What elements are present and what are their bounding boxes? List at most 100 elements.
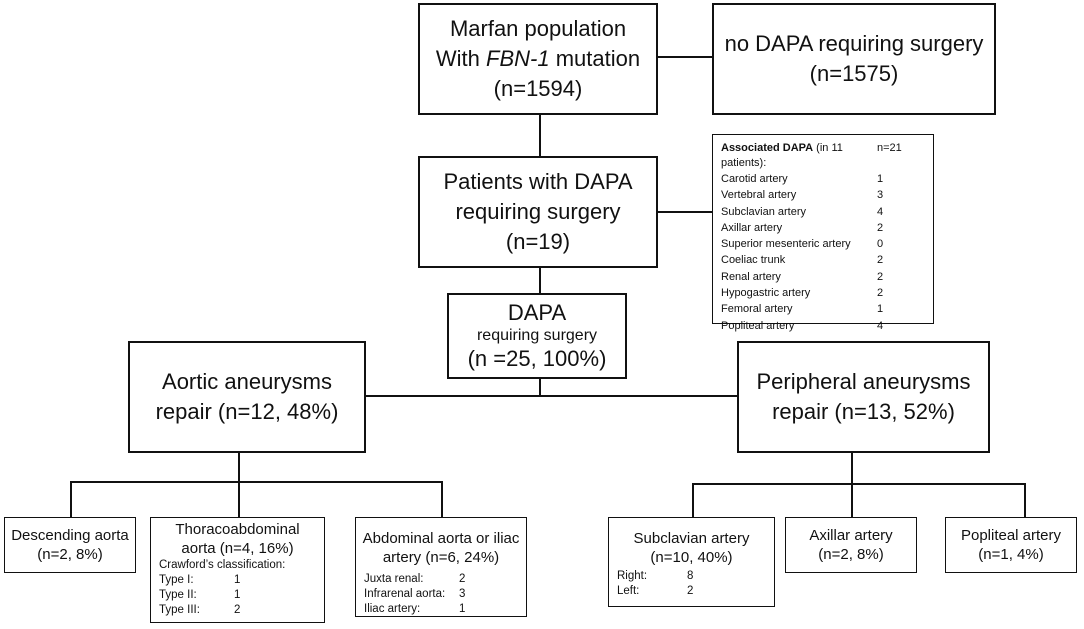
axillar-line2: (n=2, 8%) — [818, 546, 884, 563]
crawford-type-row: Type II: 1 — [159, 588, 324, 603]
marfan-count: (n=1594) — [493, 76, 583, 101]
abdominal-line2: artery (n=6, 24%) — [382, 549, 500, 566]
associated-header: Associated DAPA (in 11 patients): n=21 — [721, 142, 902, 169]
associated-item-count: 2 — [877, 254, 884, 267]
popliteal-line1: Popliteal artery — [960, 527, 1062, 544]
associated-item-count: 2 — [877, 270, 884, 283]
thoraco-line2: aorta (n=4, 16%) — [181, 540, 294, 557]
descending-line1: Descending aorta — [11, 527, 129, 544]
abdominal-item-row: Juxta renal: 2 — [364, 572, 526, 587]
associated-item: Hypogastric artery 2 — [713, 285, 933, 301]
no-dapa-count: (n=1575) — [809, 61, 899, 86]
associated-item-count: 1 — [877, 173, 884, 185]
axillar-artery-box: Axillar artery (n=2, 8%) — [785, 517, 917, 573]
aortic-line1: Aortic aneurysms — [162, 369, 332, 394]
subclavian-side-row: Left:2 — [617, 584, 774, 599]
marfan-line2: With FBN-1 mutation — [435, 46, 641, 71]
crawford-type-row: Type I: 1 — [159, 573, 324, 588]
associated-item-name: Renal artery — [721, 270, 781, 283]
popliteal-artery-box: Popliteal artery (n=1, 4%) — [945, 517, 1077, 573]
subclavian-line2: (n=10, 40%) — [650, 549, 733, 566]
dapa-title: DAPA — [507, 299, 567, 325]
connector-patients-to-associated — [656, 211, 712, 213]
abdominal-item-label: Juxta renal: — [364, 573, 424, 585]
dapa-subtitle: requiring surgery — [476, 326, 598, 344]
associated-item-count: 2 — [877, 287, 884, 300]
associated-item: Carotid artery 1 — [713, 171, 933, 187]
associated-item-name: Subclavian artery — [721, 205, 806, 218]
abdominal-item-count: 1 — [459, 603, 466, 615]
no-dapa-label: no DAPA requiring surgery — [724, 31, 984, 56]
marfan-line1: Marfan population — [449, 16, 627, 41]
abdominal-line1: Abdominal aorta or iliac — [362, 530, 520, 547]
connector-to-axillar — [851, 483, 853, 518]
crawford-type-count: 1 — [234, 589, 241, 601]
subclavian-side-count: 2 — [687, 585, 694, 597]
peripheral-line2: repair (n=13, 52%) — [772, 399, 955, 424]
connector-aortic-branch — [70, 481, 442, 483]
associated-item: Popliteal artery 4 — [713, 318, 933, 334]
peripheral-line1: Peripheral aneurysms — [756, 369, 971, 394]
connector-peripheral-down — [851, 452, 853, 484]
connector-to-descending — [70, 481, 72, 517]
associated-item-name: Carotid artery — [721, 173, 788, 185]
associated-item-name: Popliteal artery — [721, 319, 795, 332]
descending-line2: (n=2, 8%) — [37, 546, 103, 563]
associated-item-name: Coeliac trunk — [721, 254, 786, 267]
associated-item-count: 4 — [877, 205, 884, 218]
associated-item-count: 4 — [877, 319, 884, 332]
connector-top-to-nodapa — [656, 56, 712, 58]
subclavian-side-count: 8 — [687, 570, 694, 582]
associated-item-name: Hypogastric artery — [721, 287, 811, 300]
associated-item-name: Femoral artery — [721, 303, 793, 316]
crawford-type-count: 1 — [234, 574, 241, 586]
associated-item-count: 3 — [877, 189, 884, 202]
patients-line2: requiring surgery — [455, 199, 621, 224]
subclavian-side-row: Right:8 — [617, 569, 774, 584]
patients-count: (n=19) — [505, 229, 571, 254]
abdominal-item-row: Infrarenal aorta:3 — [364, 587, 526, 602]
connector-to-subclavian — [692, 483, 694, 518]
associated-item: Coeliac trunk 2 — [713, 252, 933, 268]
connector-to-abdominal — [441, 481, 443, 517]
crawford-title: Crawford’s classification: — [159, 559, 286, 571]
abdominal-item-count: 2 — [459, 573, 466, 585]
connector-to-thoraco — [238, 481, 240, 517]
abdominal-item-count: 3 — [459, 588, 466, 600]
associated-item-name: Vertebral artery — [721, 189, 797, 202]
abdominal-aorta-box: Abdominal aorta or iliac artery (n=6, 24… — [355, 517, 527, 617]
abdominal-item-row: Iliac artery: 1 — [364, 602, 526, 617]
fbn1-gene: FBN-1 — [486, 46, 550, 71]
connector-dapa-down — [539, 377, 541, 396]
associated-item: Subclavian artery 4 — [713, 204, 933, 220]
patients-line1: Patients with DAPA — [443, 169, 633, 194]
connector-to-popliteal — [1024, 483, 1026, 518]
peripheral-aneurysms-box: Peripheral aneurysms repair (n=13, 52%) — [737, 341, 990, 453]
abdominal-item-label: Iliac artery: — [364, 603, 421, 615]
aortic-aneurysms-box: Aortic aneurysms repair (n=12, 48%) — [128, 341, 366, 453]
associated-item: Renal artery 2 — [713, 269, 933, 285]
associated-item-name: Superior mesenteric artery — [721, 238, 851, 251]
crawford-type-label: Type II: — [159, 589, 197, 601]
associated-item-name: Axillar artery — [721, 221, 783, 234]
subclavian-line1: Subclavian artery — [633, 530, 750, 547]
associated-dapa-box: Associated DAPA (in 11 patients): n=21 C… — [712, 134, 934, 332]
thoraco-line1: Thoracoabdominal — [175, 521, 300, 538]
thoracoabdominal-box: Thoracoabdominal aorta (n=4, 16%) Crawfo… — [150, 517, 325, 623]
marfan-population-box: Marfan population With FBN-1 mutation (n… — [418, 3, 658, 115]
dapa-total-box: DAPA requiring surgery (n =25, 100%) — [447, 293, 627, 379]
patients-dapa-box: Patients with DAPA requiring surgery (n=… — [418, 156, 658, 268]
crawford-type-label: Type I: — [159, 574, 194, 586]
associated-total: n=21 — [877, 142, 902, 154]
connector-aortic-down — [238, 452, 240, 482]
connector-aortic-peripheral — [364, 395, 737, 397]
connector-patients-to-dapa — [539, 266, 541, 293]
